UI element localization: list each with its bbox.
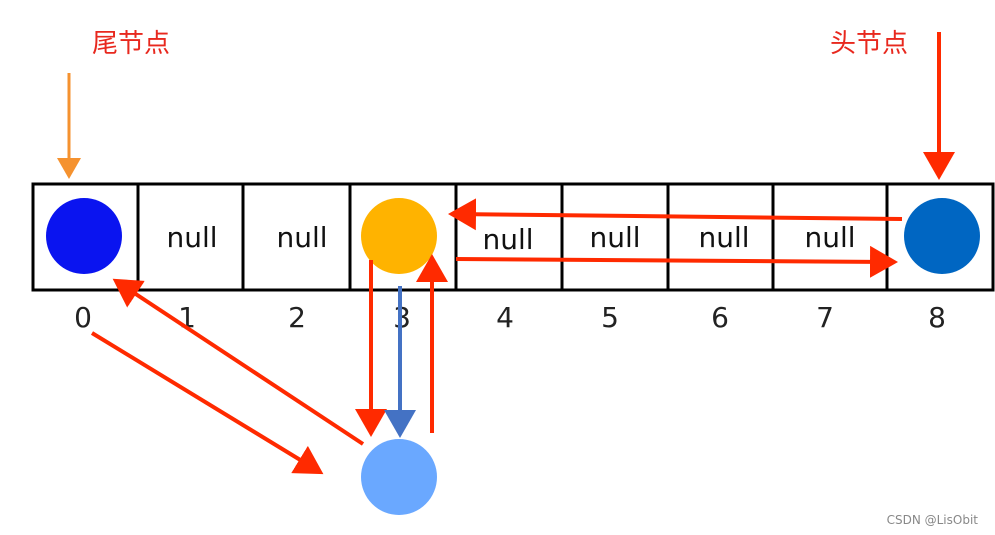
tail-node-label: 尾节点 xyxy=(92,29,170,59)
new-node xyxy=(361,439,437,515)
cell-2-null: null xyxy=(276,221,327,254)
index-4: 4 xyxy=(496,301,514,334)
head-to-current-arrow xyxy=(448,198,903,231)
index-2: 2 xyxy=(288,301,306,334)
array-cells xyxy=(31,182,995,292)
tail-node xyxy=(46,198,122,274)
head-node-label: 头节点 xyxy=(830,29,908,59)
index-0: 0 xyxy=(74,301,92,334)
cell-7-null: null xyxy=(804,221,855,254)
cell-5-null: null xyxy=(589,221,640,254)
index-5: 5 xyxy=(601,301,619,334)
tail-to-new-arrow xyxy=(90,331,324,475)
index-7: 7 xyxy=(816,301,834,334)
cell-1-null: null xyxy=(166,221,217,254)
array-cell-8 xyxy=(885,182,995,292)
cell-4-null: null xyxy=(482,223,533,256)
index-8: 8 xyxy=(928,301,946,334)
current-to-head-arrow xyxy=(455,245,898,278)
arrows xyxy=(57,32,955,475)
head-node xyxy=(904,198,980,274)
new-to-tail-arrow xyxy=(112,278,365,446)
index-6: 6 xyxy=(711,301,729,334)
watermark: CSDN @LisObit xyxy=(887,513,979,527)
cell-6-null: null xyxy=(698,221,749,254)
